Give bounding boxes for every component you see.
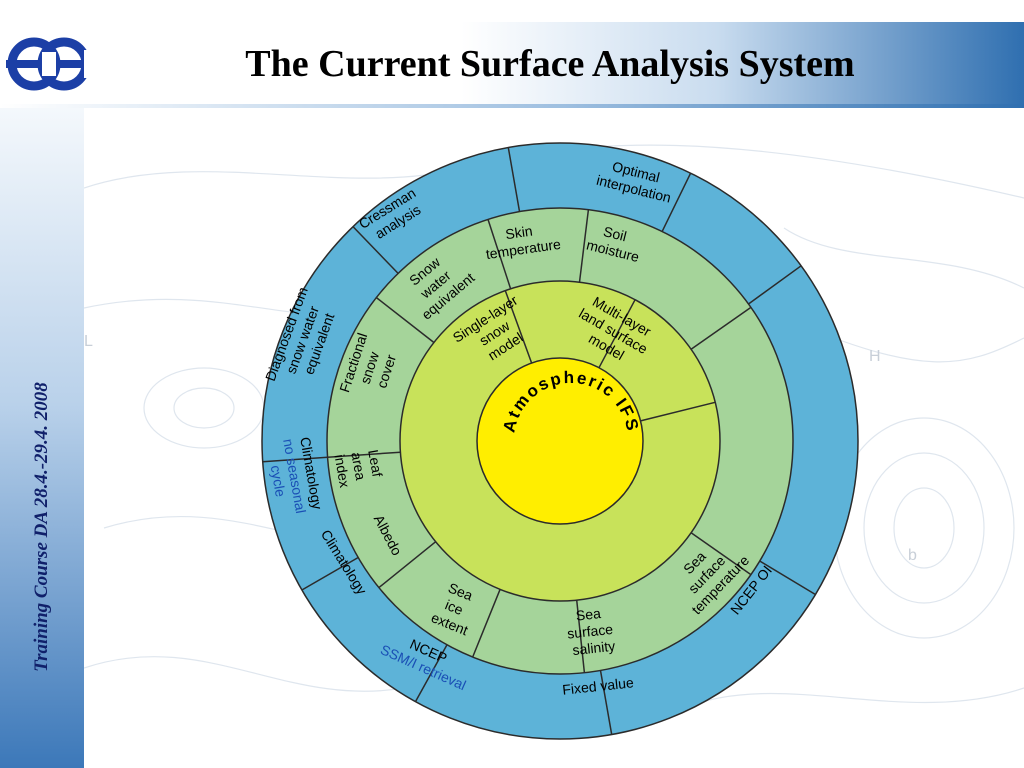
ring-divider — [375, 297, 435, 344]
label-sea-surface-salinity: Sea surface salinity — [565, 604, 620, 659]
ring-divider — [301, 556, 359, 591]
ring-divider — [327, 451, 401, 459]
header-band — [0, 22, 1024, 104]
svg-text:L: L — [84, 333, 93, 350]
ring-divider — [690, 532, 752, 576]
ring-divider — [487, 219, 512, 290]
ring-divider — [690, 306, 752, 350]
label-leaf-area-index: Leaf area index — [331, 447, 386, 489]
ring-divider — [578, 209, 590, 283]
ring-divider — [262, 456, 328, 463]
ring-divider — [598, 299, 636, 369]
ring-divider — [748, 265, 802, 305]
label-sea-ice-extent: Sea ice extent — [429, 578, 483, 639]
ring-divider — [507, 147, 521, 212]
ring-divider — [472, 589, 501, 658]
ring-divider — [661, 172, 692, 232]
header-divider — [0, 104, 1024, 108]
ring-divider — [352, 226, 399, 274]
ring-divider — [378, 541, 437, 589]
center-circle — [476, 357, 644, 525]
side-caption: Training Course DA 28.4.-29.4. 2008 — [31, 382, 52, 672]
svg-text:b: b — [908, 547, 917, 564]
ring-divider — [504, 290, 533, 364]
ring-divider — [759, 560, 816, 596]
svg-text:H: H — [869, 348, 881, 365]
ring-divider — [414, 644, 448, 702]
ring-divider — [599, 670, 613, 735]
ecmwf-logo-icon — [6, 37, 92, 91]
page-title: The Current Surface Analysis System — [245, 43, 855, 85]
ring-divider — [575, 600, 586, 673]
ring-divider — [640, 401, 716, 422]
label-fixed-value: Fixed value — [562, 674, 635, 697]
sidebar-band — [0, 108, 84, 768]
surface-analysis-diagram: Atmospheric IFS Single-layer snow model … — [261, 142, 859, 740]
